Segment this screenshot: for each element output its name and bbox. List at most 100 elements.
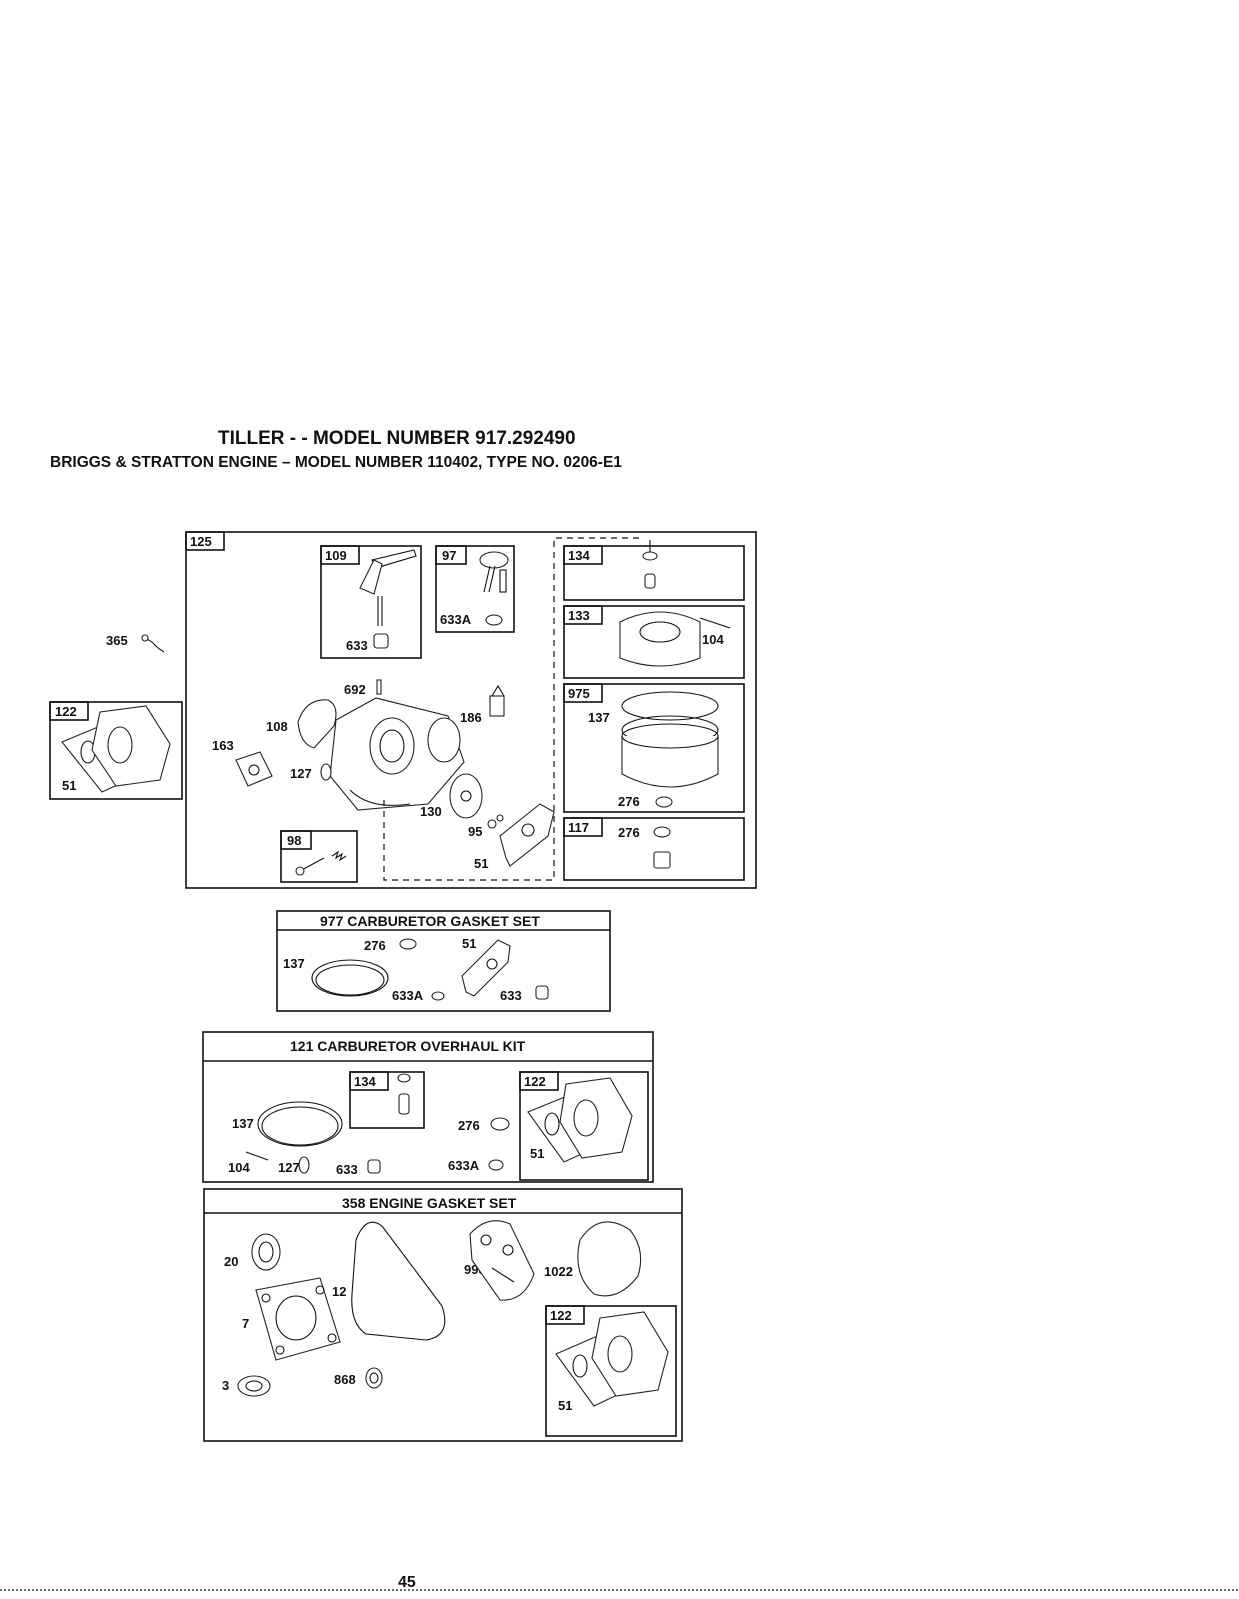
choke-shaft-box bbox=[320, 545, 422, 659]
page-number: 45 bbox=[398, 1574, 416, 1591]
carburetor-body-part bbox=[329, 697, 465, 811]
label-186: 186 bbox=[460, 710, 482, 725]
box-122-tag-left bbox=[49, 701, 89, 721]
box-975 bbox=[563, 683, 745, 813]
label-276-gasketset: 276 bbox=[364, 938, 386, 953]
label-51-left: 51 bbox=[62, 778, 76, 793]
exhaust-gasket-3-part bbox=[237, 1375, 271, 1397]
label-137-overhaul: 137 bbox=[232, 1116, 254, 1131]
label-134: 134 bbox=[568, 548, 590, 563]
label-276-bowl: 276 bbox=[618, 794, 640, 809]
throttle-shaft-part bbox=[359, 549, 417, 626]
carburetor-gasket-set-header: 977 CARBURETOR GASKET SET bbox=[320, 913, 540, 929]
carburetor-overhaul-kit-header: 121 CARBURETOR OVERHAUL KIT bbox=[290, 1038, 526, 1054]
overhaul-box-134-tag bbox=[349, 1071, 389, 1091]
seal-633-overhaul-part bbox=[367, 1159, 381, 1174]
label-7: 7 bbox=[242, 1316, 249, 1331]
label-20: 20 bbox=[224, 1254, 238, 1269]
label-122-overhaul: 122 bbox=[524, 1074, 546, 1089]
label-12: 12 bbox=[332, 1284, 346, 1299]
label-137: 137 bbox=[588, 710, 610, 725]
head-gasket-7-part bbox=[255, 1277, 341, 1361]
engine-box-122-tag bbox=[545, 1305, 585, 1325]
throttle-box bbox=[435, 545, 515, 633]
label-104-overhaul: 104 bbox=[228, 1160, 250, 1175]
label-633a-gasketset: 633A bbox=[392, 988, 424, 1003]
subassembly-dashed-outline bbox=[383, 537, 640, 881]
engine-gasket-set-box bbox=[203, 1188, 683, 1442]
label-104: 104 bbox=[702, 632, 724, 647]
welch-plug-127-part bbox=[320, 763, 332, 781]
air-cleaner-adapter-box-left bbox=[49, 701, 183, 800]
label-633-upper: 633 bbox=[346, 638, 368, 653]
fuel-inlet-186-part bbox=[489, 684, 505, 717]
label-122-left: 122 bbox=[55, 704, 77, 719]
label-975: 975 bbox=[568, 686, 590, 701]
washer-276-gasketset-part bbox=[399, 938, 417, 950]
label-125: 125 bbox=[190, 534, 212, 549]
overhaul-box-122-tag bbox=[519, 1071, 559, 1091]
label-127-overhaul: 127 bbox=[278, 1160, 300, 1175]
box-117-tag bbox=[563, 817, 603, 837]
choke-plate-108-part bbox=[297, 699, 337, 749]
label-51-overhaul: 51 bbox=[530, 1146, 544, 1161]
oring-137-overhaul-part bbox=[257, 1101, 343, 1147]
crankcase-gasket-12-part bbox=[351, 1221, 446, 1341]
box-134-tag bbox=[563, 545, 603, 565]
engine-box-122 bbox=[545, 1305, 677, 1437]
box-133 bbox=[563, 605, 745, 679]
label-868: 868 bbox=[334, 1372, 356, 1387]
label-633-gasketset: 633 bbox=[500, 988, 522, 1003]
bolt-365-part bbox=[141, 634, 165, 653]
engine-gasket-set-header: 358 ENGINE GASKET SET bbox=[342, 1195, 517, 1211]
box-125-tag bbox=[185, 531, 225, 551]
throttle-valve-part bbox=[479, 551, 509, 593]
label-130: 130 bbox=[420, 804, 442, 819]
label-97: 97 bbox=[442, 548, 456, 563]
box-97-tag bbox=[435, 545, 467, 565]
seal-868-part bbox=[365, 1367, 383, 1389]
page-subtitle: BRIGGS & STRATTON ENGINE – MODEL NUMBER … bbox=[50, 454, 622, 471]
needle-valve-134-part bbox=[642, 540, 658, 589]
air-cleaner-adapter-overhaul-part bbox=[527, 1077, 633, 1163]
label-117: 117 bbox=[568, 820, 589, 835]
label-1022: 1022 bbox=[544, 1264, 573, 1279]
idle-screw-box bbox=[280, 830, 358, 883]
gasket-993-part bbox=[469, 1220, 535, 1301]
seal-633a-gasketset-part bbox=[431, 991, 445, 1001]
carburetor-gasket-set-box bbox=[276, 910, 611, 1012]
air-cleaner-adapter-engine-part bbox=[555, 1311, 669, 1407]
pin-104-overhaul-part bbox=[245, 1151, 269, 1161]
gasket-163-part bbox=[235, 751, 273, 787]
label-633a-overhaul: 633A bbox=[448, 1158, 480, 1173]
washer-276-bowl-part bbox=[655, 796, 673, 808]
seal-633-gasketset-part bbox=[535, 985, 549, 1000]
carburetor-overhaul-kit-box bbox=[202, 1031, 654, 1183]
washer-276-overhaul-part bbox=[490, 1117, 510, 1131]
label-276-overhaul: 276 bbox=[458, 1118, 480, 1133]
gasket-51-gasketset-part bbox=[461, 939, 511, 997]
label-3: 3 bbox=[222, 1378, 229, 1393]
seal-633a-overhaul-part bbox=[488, 1159, 504, 1171]
box-98-tag bbox=[280, 830, 312, 850]
label-95: 95 bbox=[468, 824, 482, 839]
carburetor-assembly-box bbox=[185, 531, 757, 889]
float-130-part bbox=[449, 773, 483, 819]
oil-seal-20-part bbox=[251, 1233, 281, 1271]
needle-valve-134-overhaul-part bbox=[397, 1073, 411, 1115]
spring-95-part bbox=[487, 814, 504, 829]
page-title: TILLER - - MODEL NUMBER 917.292490 bbox=[218, 428, 576, 449]
label-127: 127 bbox=[290, 766, 312, 781]
label-98: 98 bbox=[287, 833, 301, 848]
oring-137-gasketset-part bbox=[311, 959, 389, 997]
label-163: 163 bbox=[212, 738, 234, 753]
float-133-part bbox=[619, 611, 731, 667]
label-692: 692 bbox=[344, 682, 366, 697]
idle-screw-98-part bbox=[295, 850, 347, 876]
label-134-overhaul: 134 bbox=[354, 1074, 376, 1089]
label-633a-upper: 633A bbox=[440, 612, 472, 627]
gasket-1022-part bbox=[577, 1221, 642, 1297]
box-975-tag bbox=[563, 683, 603, 703]
seal-633a-part bbox=[485, 614, 503, 626]
